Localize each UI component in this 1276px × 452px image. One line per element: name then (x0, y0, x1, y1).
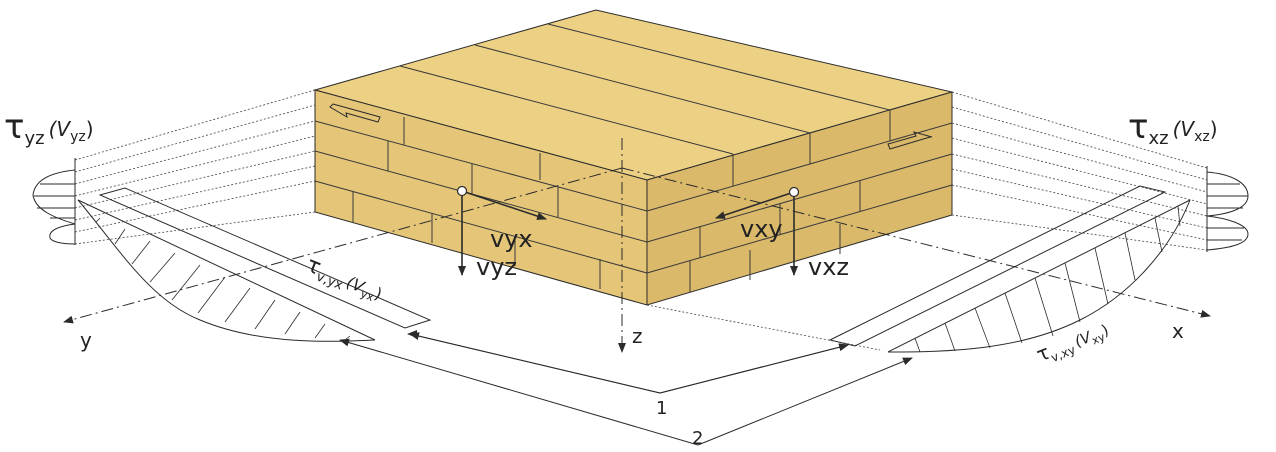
tau-vyx-label: τv,yx(Vyx) (302, 252, 387, 308)
projection-lines-left (74, 89, 316, 245)
tau-vxy-label: τv,xy(Vxy) (1033, 316, 1113, 369)
tau-xz-distribution (1206, 166, 1249, 252)
y-axis-line (63, 167, 623, 324)
z-axis-label: z (632, 324, 643, 348)
shear-arrows (458, 190, 798, 276)
leader-2-left (339, 338, 699, 446)
tau-vyx-distribution (77, 187, 432, 342)
v-xy-arrow (715, 191, 795, 219)
v-yx-label: vyx (490, 225, 533, 253)
y-axis-label: y (80, 328, 92, 352)
v-xy-label: vxy (740, 215, 783, 243)
x-axis-line (621, 167, 1211, 318)
tau-yz-label: τyz(Vyz) (4, 107, 94, 149)
v-yz-label: vyz (476, 253, 517, 281)
leader-2-right (697, 357, 913, 446)
point-right-node (788, 186, 800, 198)
v-yx-arrow (461, 190, 547, 220)
axes (63, 138, 1211, 353)
x-axis-label: x (1172, 319, 1184, 343)
callout-2-label: 2 (692, 428, 703, 449)
v-xz-label: vxz (808, 253, 849, 281)
callout-leaders (339, 330, 913, 446)
top-board-lines (399, 23, 891, 155)
tau-yz-distribution (32, 158, 76, 245)
front-grain-arrow-icon (329, 103, 381, 123)
side-grain-arrow-icon (887, 131, 933, 150)
point-left-node (456, 185, 468, 197)
tau-xz-label: τxz(Vxz) (1128, 107, 1218, 149)
front-layer-lines (314, 117, 648, 289)
clt-panel (313, 9, 954, 306)
side-layer-lines (646, 110, 953, 292)
callout-1-label: 1 (656, 398, 667, 419)
